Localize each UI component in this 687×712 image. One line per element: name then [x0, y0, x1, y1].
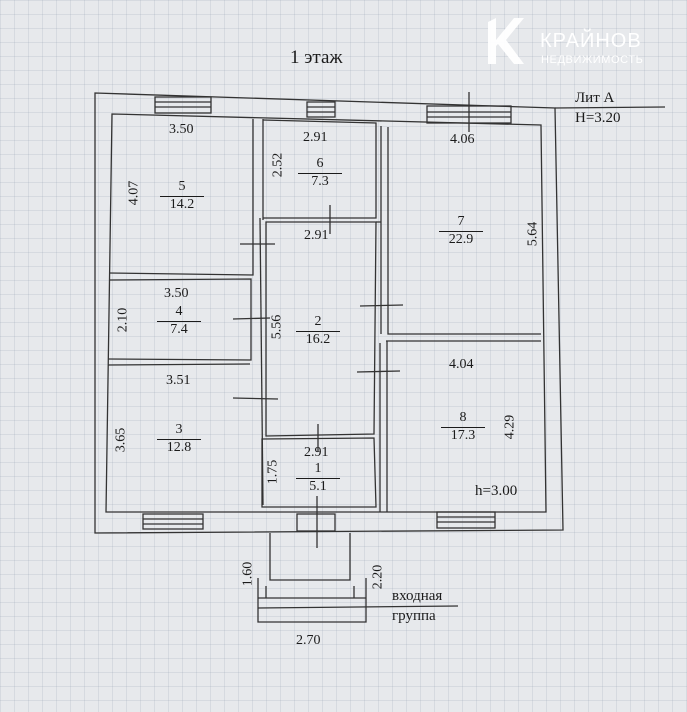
logo-name: КРАЙНОВ [540, 30, 642, 52]
krainov-logo-icon [488, 18, 524, 64]
room1-width: 2.91 [304, 445, 329, 460]
room4-width: 3.50 [164, 286, 189, 301]
room2-height: 5.56 [269, 314, 285, 340]
room3-width: 3.51 [166, 373, 191, 388]
porch-right-height: 2.20 [370, 564, 386, 590]
room3-height: 3.65 [113, 427, 129, 453]
room1-height: 1.75 [265, 459, 281, 485]
room8-height: 4.29 [502, 414, 518, 440]
room7-width: 4.06 [450, 132, 475, 147]
porch-width: 2.70 [296, 633, 321, 648]
room2-width: 2.91 [304, 228, 329, 243]
ceiling-height-label: h=3.00 [475, 483, 518, 499]
building-letter-label: Лит А [575, 90, 615, 106]
room8-width: 4.04 [449, 357, 474, 372]
entrance-label-line2: группа [392, 608, 436, 624]
logo-tagline: НЕДВИЖИМОСТЬ [541, 54, 644, 66]
room6-width: 2.91 [303, 130, 328, 145]
entrance-label-line1: входная [392, 588, 443, 604]
building-height-label: H=3.20 [575, 110, 621, 126]
room5-height: 4.07 [126, 180, 142, 206]
room7-height: 5.64 [525, 221, 541, 247]
room6-height: 2.52 [270, 152, 286, 178]
room5-width: 3.50 [169, 122, 194, 137]
room4-height: 2.10 [115, 307, 131, 333]
floor-title: 1 этаж [290, 47, 343, 68]
porch-left-height: 1.60 [240, 561, 256, 587]
